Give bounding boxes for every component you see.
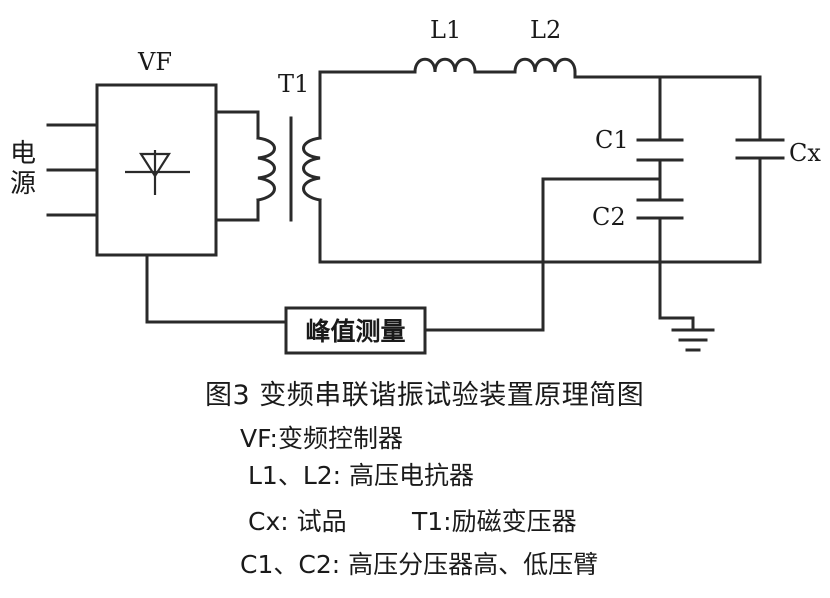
legend-vf-value: 变频控制器 bbox=[277, 424, 403, 453]
legend-cx: Cx: 试品 bbox=[248, 502, 347, 538]
legend-t1: T1:励磁变压器 bbox=[412, 502, 577, 538]
reactor-l1 bbox=[413, 57, 477, 74]
label-c2: C2 bbox=[592, 203, 626, 231]
legend-vf: VF:变频控制器 bbox=[240, 419, 403, 455]
label-source-2: 源 bbox=[10, 169, 36, 199]
thyristor-icon bbox=[125, 150, 190, 195]
legend-divider: C1、C2: 高压分压器高、低压臂 bbox=[240, 545, 598, 581]
main-circuit-wires bbox=[318, 70, 762, 264]
legend-vf-key: VF: bbox=[240, 424, 278, 453]
measurement-tap-wire bbox=[423, 177, 662, 332]
label-l1: L1 bbox=[430, 16, 461, 44]
legend-cx-key: Cx: bbox=[248, 507, 289, 536]
peak-measurement-box bbox=[284, 306, 427, 355]
label-t1: T1 bbox=[278, 70, 309, 98]
label-source-1: 电 bbox=[10, 139, 36, 169]
legend-c-value: 高压分压器高、低压臂 bbox=[340, 550, 599, 579]
reactor-l2 bbox=[513, 57, 577, 74]
capacitive-divider bbox=[636, 75, 695, 320]
legend-t1-value: 励磁变压器 bbox=[451, 507, 577, 536]
figure-caption: 图3 变频串联谐振试验装置原理简图 bbox=[205, 380, 645, 411]
legend-c-key: C1、C2: bbox=[240, 550, 341, 579]
vf-to-t1-primary-wires bbox=[214, 110, 260, 222]
source-input-lines bbox=[46, 123, 99, 217]
label-peak-measurement: 峰值测量 bbox=[305, 317, 405, 346]
label-c1: C1 bbox=[595, 126, 629, 154]
capacitor-cx bbox=[735, 138, 785, 160]
label-l2: L2 bbox=[530, 16, 561, 44]
legend-reactors: L1、L2: 高压电抗器 bbox=[248, 456, 474, 492]
label-cx: Cx bbox=[789, 139, 821, 167]
legend-l-value: 高压电抗器 bbox=[341, 461, 475, 490]
circuit-schematic: 电 源 VF T1 L1 bbox=[10, 16, 821, 355]
feedback-wire bbox=[145, 253, 288, 324]
transformer-t1 bbox=[256, 116, 322, 222]
ground-icon bbox=[671, 316, 715, 352]
legend-l-key: L1、L2: bbox=[248, 461, 342, 490]
label-vf: VF bbox=[137, 48, 172, 76]
vf-controller-box bbox=[95, 83, 218, 257]
legend-cx-value: 试品 bbox=[288, 507, 347, 536]
legend-t1-key: T1: bbox=[412, 507, 452, 536]
